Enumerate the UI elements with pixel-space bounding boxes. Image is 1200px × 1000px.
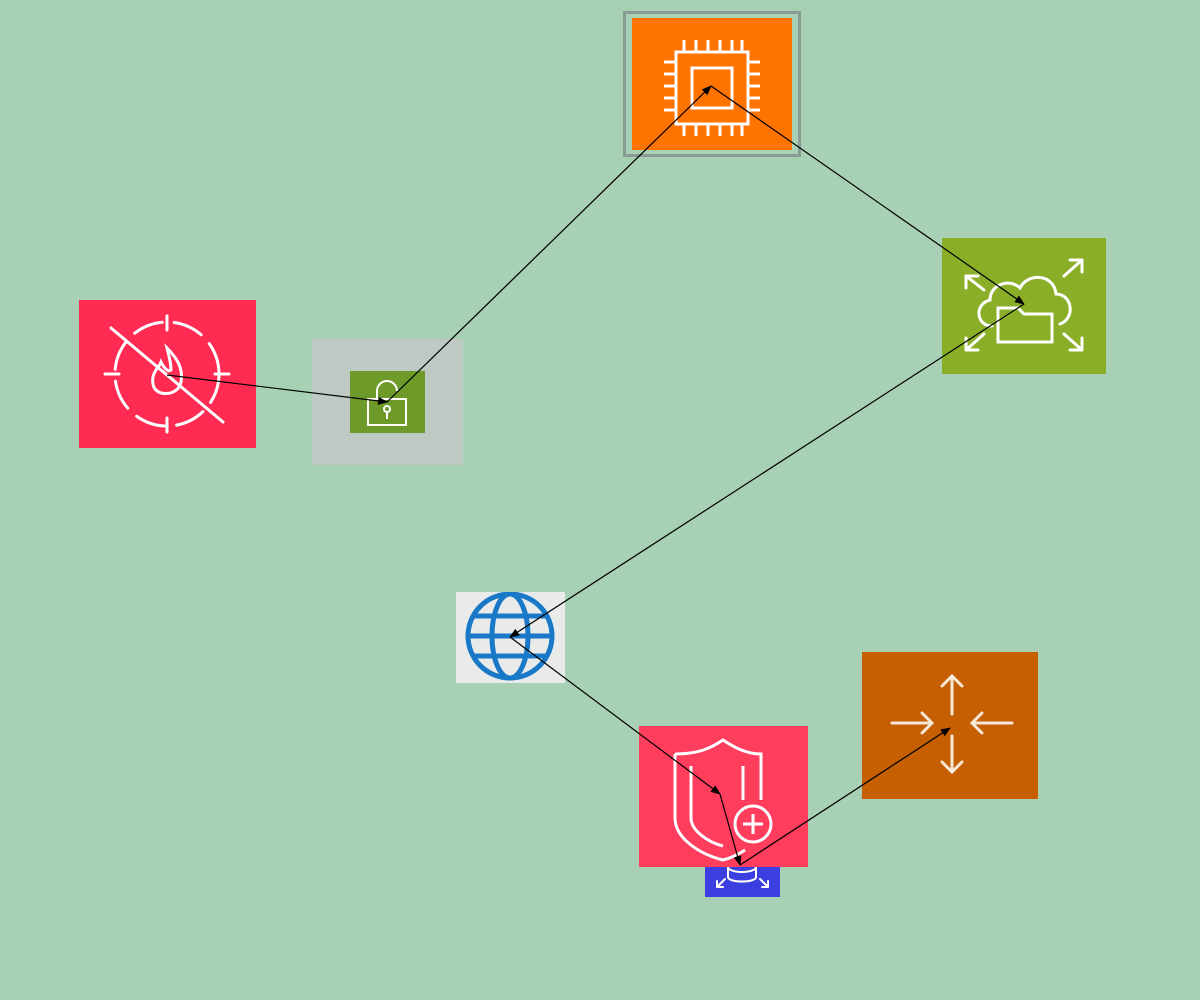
lock-node[interactable] (312, 339, 463, 465)
arrows-converge-icon (890, 673, 1014, 775)
firewall-node[interactable] (79, 300, 256, 448)
cloud-scale-node[interactable] (942, 238, 1106, 374)
cpu-chip-icon (664, 40, 760, 136)
shield-plus-icon (673, 738, 773, 862)
padlock-icon (367, 380, 407, 426)
shield-node[interactable] (639, 726, 808, 867)
firewall-icon (103, 314, 231, 434)
internet-node[interactable] (456, 592, 565, 683)
compute-node[interactable] (623, 11, 801, 157)
router-node[interactable] (862, 652, 1038, 799)
globe-icon (465, 592, 555, 681)
cloud-folder-expand-icon (964, 258, 1084, 352)
